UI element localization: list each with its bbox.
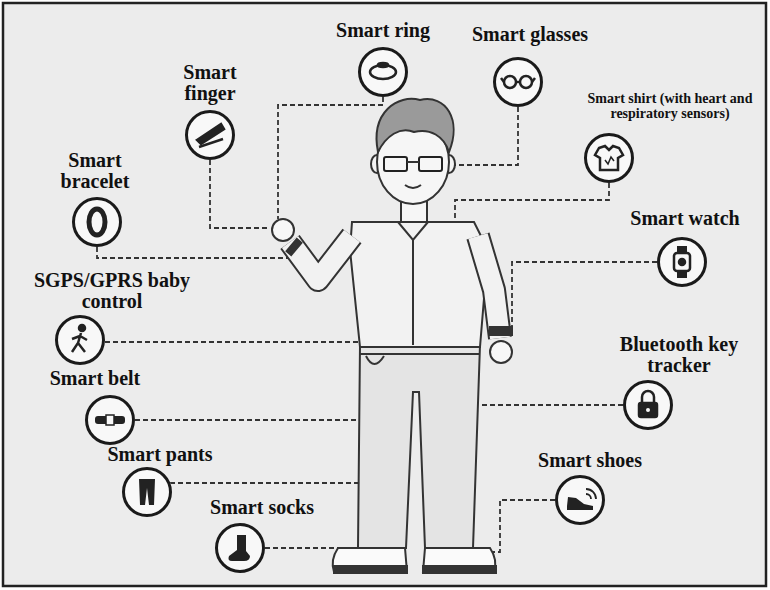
device-circle <box>555 475 605 525</box>
circle-outline <box>586 135 633 182</box>
device-label: Smart finger <box>170 62 250 104</box>
device-node: Bluetooth key tracker <box>623 380 673 430</box>
device-circle <box>623 380 673 430</box>
device-circle <box>185 110 235 160</box>
device-node: Smart pants <box>122 467 172 517</box>
circle-outline <box>124 469 171 516</box>
circle-outline <box>495 59 542 106</box>
device-node: Smart watch <box>657 237 707 287</box>
circle-outline <box>625 382 672 429</box>
circle-outline <box>217 525 264 572</box>
device-circle <box>584 133 634 183</box>
device-label: Smart shirt (with heart and respiratory … <box>578 92 763 121</box>
circle-outline <box>557 477 604 524</box>
device-circle <box>215 523 265 573</box>
device-label: Smart ring <box>336 20 430 41</box>
circle-outline <box>187 112 234 159</box>
device-node: Smart shoes <box>555 475 605 525</box>
circle-outline <box>659 239 706 286</box>
device-node: Smart bracelet <box>72 197 122 247</box>
icon-discs <box>55 47 707 573</box>
device-node: Smart glasses <box>493 57 543 107</box>
device-circle <box>72 197 122 247</box>
device-label: SGPS/GPRS baby control <box>15 270 210 312</box>
device-label: Bluetooth key tracker <box>594 334 764 376</box>
device-label: Smart pants <box>108 444 213 465</box>
circle-outline <box>87 397 134 444</box>
device-label: Smart glasses <box>472 24 588 45</box>
device-node: SGPS/GPRS baby control <box>55 315 105 365</box>
device-circle <box>657 237 707 287</box>
device-node: Smart shirt (with heart and respiratory … <box>584 133 634 183</box>
device-label: Smart shoes <box>538 450 642 471</box>
device-node: Smart finger <box>185 110 235 160</box>
device-circle <box>122 467 172 517</box>
device-node: Smart ring <box>358 47 408 97</box>
frame <box>3 3 766 586</box>
device-circle <box>85 395 135 445</box>
device-circle <box>493 57 543 107</box>
circle-outline <box>360 49 407 96</box>
device-node: Smart socks <box>215 523 265 573</box>
device-label: Smart belt <box>50 368 141 389</box>
device-label: Smart bracelet <box>45 150 145 192</box>
circle-outline <box>74 199 121 246</box>
device-node: Smart belt <box>85 395 135 445</box>
circle-outline <box>57 317 104 364</box>
device-circle <box>358 47 408 97</box>
leader-lines <box>97 97 657 552</box>
device-label: Smart socks <box>210 497 314 518</box>
device-label: Smart watch <box>630 208 739 229</box>
device-circle <box>55 315 105 365</box>
device-icons <box>72 63 690 561</box>
